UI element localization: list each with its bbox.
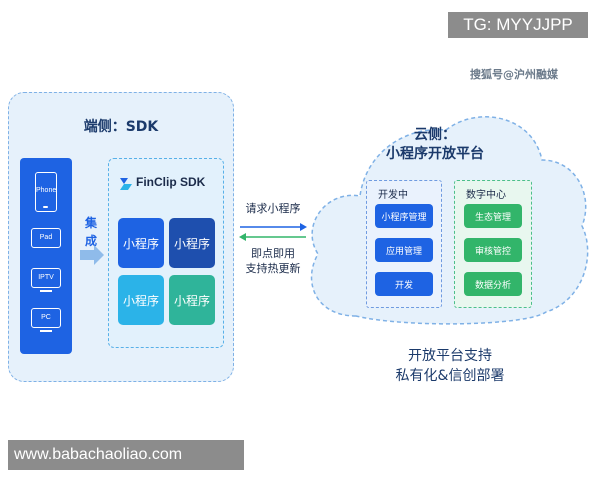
response-label: 即点即用 支持热更新 (236, 246, 310, 276)
cloud-title-line-2: 小程序开放平台 (386, 146, 484, 162)
ecosystem-management-pill: 生态管理 (464, 204, 522, 228)
device-label-pad: Pad (39, 234, 53, 241)
mini-program-tile: 小程序 (169, 275, 215, 325)
site-watermark: www.babachaoliao.com (8, 440, 244, 470)
deployment-text: 开放平台支持 私有化&信创部署 (340, 346, 560, 386)
tg-tag: TG: MYYJJPP (448, 12, 588, 38)
iptv-device-icon: IPTV (31, 268, 61, 292)
device-label-phone: Phone (36, 187, 57, 194)
finclip-logo-icon (120, 178, 132, 190)
deployment-line-1: 开放平台支持 (408, 348, 492, 364)
cloud-shape (310, 116, 589, 325)
mini-program-tile: 小程序 (118, 275, 164, 325)
exchange-arrows-icon (239, 223, 307, 241)
data-analysis-pill: 数据分析 (464, 272, 522, 296)
deployment-line-2: 私有化&信创部署 (395, 368, 505, 384)
pad-device-icon: Pad (31, 228, 61, 248)
phone-device-icon: Phone (35, 172, 57, 212)
device-label-pc: PC (41, 314, 51, 321)
mini-program-tile: 小程序 (118, 218, 164, 268)
sdk-title: 端侧：SDK (83, 119, 159, 135)
response-line-2: 支持热更新 (245, 262, 301, 275)
develop-pill: 开发 (375, 272, 433, 296)
device-column: Phone Pad IPTV PC (20, 158, 72, 354)
review-control-pill: 审核管控 (464, 238, 522, 262)
cloud-title: 云侧： 小程序开放平台 (360, 126, 510, 164)
data-center-label: 数字中心 (466, 190, 506, 201)
pc-device-icon: PC (31, 308, 61, 332)
source-note: 搜狐号@沪州融媒 (470, 68, 558, 81)
cloud-title-line-1: 云侧： (414, 127, 456, 143)
finclip-title: FinClip SDK (136, 175, 206, 189)
mini-program-tile: 小程序 (169, 218, 215, 268)
integrate-label: 集成 (84, 216, 97, 248)
app-management-pill: 应用管理 (375, 238, 433, 262)
device-label-iptv: IPTV (38, 274, 54, 281)
mini-program-management-pill: 小程序管理 (375, 204, 433, 228)
response-line-1: 即点即用 (251, 247, 295, 260)
dev-center-label: 开发中 (378, 190, 408, 201)
integrate-arrow-icon (80, 245, 104, 265)
request-label: 请求小程序 (245, 202, 301, 215)
